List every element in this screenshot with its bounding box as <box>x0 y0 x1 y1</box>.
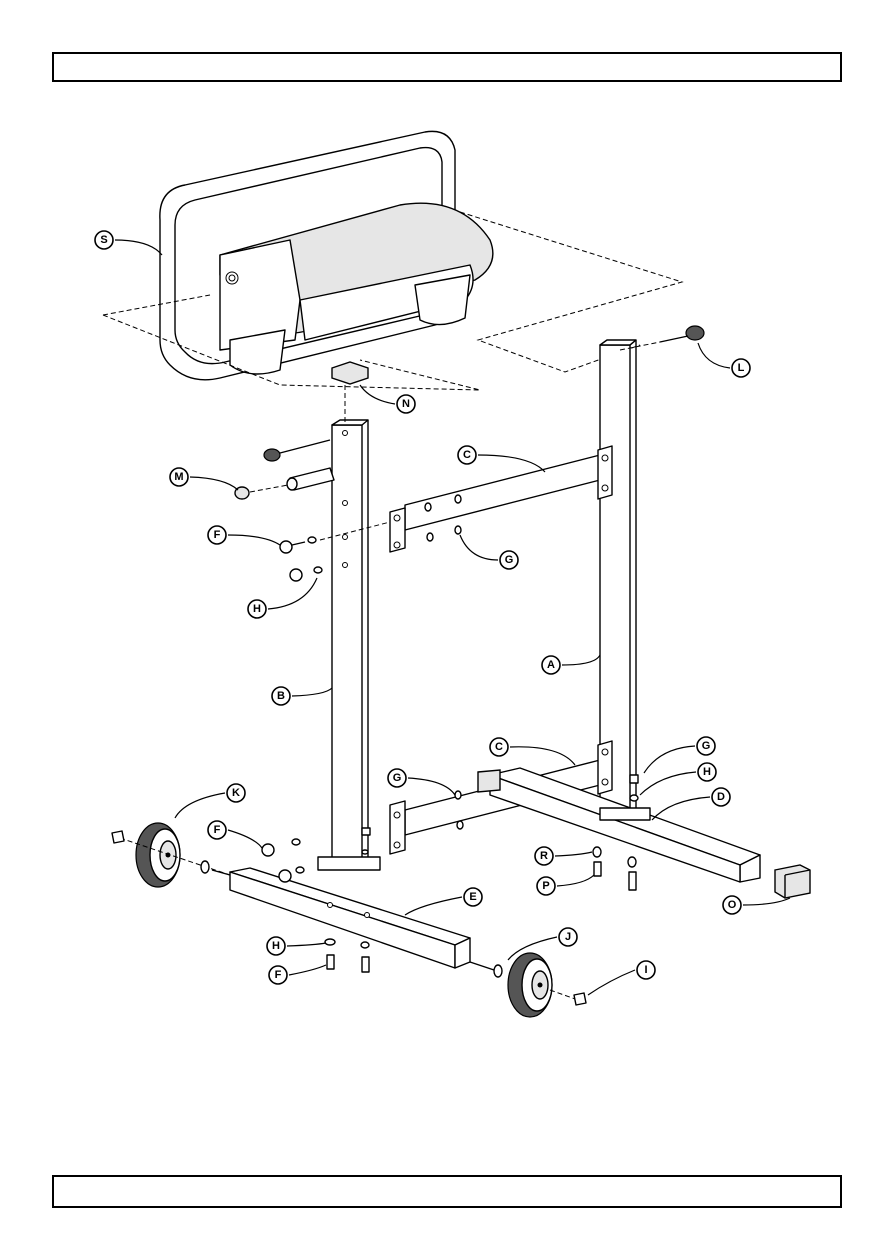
seat-plane-right <box>460 212 682 372</box>
svg-text:G: G <box>393 772 402 784</box>
svg-text:M: M <box>174 471 183 483</box>
svg-text:D: D <box>717 791 725 803</box>
leader-f3 <box>289 965 326 975</box>
callout-l: L <box>732 359 750 377</box>
callout-d: D <box>712 788 730 806</box>
callout-h1: H <box>248 600 266 618</box>
callout-o: O <box>723 896 741 914</box>
callout-f3: F <box>269 966 287 984</box>
leader-f1 <box>228 535 280 545</box>
svg-text:P: P <box>542 880 549 892</box>
svg-text:G: G <box>702 740 711 752</box>
svg-text:R: R <box>540 850 548 862</box>
leader-f2 <box>228 830 262 848</box>
leader-g2 <box>408 778 455 795</box>
knob-l <box>620 326 704 350</box>
svg-text:F: F <box>275 969 282 981</box>
leader-p <box>557 875 594 886</box>
svg-text:G: G <box>505 554 514 566</box>
callout-k: K <box>227 784 245 802</box>
base-e <box>230 857 470 968</box>
callout-c2: C <box>490 738 508 756</box>
callout-h3: H <box>267 937 285 955</box>
cap-n <box>332 362 368 425</box>
knob-b <box>264 440 330 461</box>
svg-text:C: C <box>495 741 503 753</box>
callout-c1: C <box>458 446 476 464</box>
callout-s: S <box>95 231 113 249</box>
svg-text:L: L <box>738 362 745 374</box>
callout-j: J <box>559 928 577 946</box>
callout-g3: G <box>697 737 715 755</box>
svg-text:C: C <box>463 449 471 461</box>
leader-s <box>115 240 162 255</box>
leader-l <box>698 343 730 368</box>
leader-d <box>652 797 710 820</box>
callout-b: B <box>272 687 290 705</box>
leader-h1 <box>268 578 317 609</box>
svg-text:H: H <box>272 940 280 952</box>
leader-g1 <box>460 535 498 560</box>
seat-cushion <box>160 131 493 379</box>
leader-b <box>292 688 332 696</box>
callout-h2: H <box>698 763 716 781</box>
svg-text:I: I <box>644 964 647 976</box>
leader-a <box>562 655 600 665</box>
callout-r: R <box>535 847 553 865</box>
leader-c2 <box>510 747 575 765</box>
leader-r <box>555 852 592 856</box>
leader-c1 <box>478 455 545 472</box>
crossbar-upper <box>390 446 612 552</box>
leader-e <box>405 897 462 915</box>
svg-text:F: F <box>214 529 221 541</box>
end-cap-o <box>775 865 810 898</box>
leader-m <box>190 477 238 490</box>
svg-text:B: B <box>277 690 285 702</box>
svg-text:N: N <box>402 398 410 410</box>
leader-g3 <box>644 746 695 773</box>
callout-g2: G <box>388 769 406 787</box>
callout-f1: F <box>208 526 226 544</box>
callout-m: M <box>170 468 188 486</box>
callout-a: A <box>542 656 560 674</box>
leader-h3 <box>287 943 326 946</box>
callout-f2: F <box>208 821 226 839</box>
upright-b <box>332 420 368 862</box>
svg-text:K: K <box>232 787 240 799</box>
callout-n: N <box>397 395 415 413</box>
callout-p: P <box>537 877 555 895</box>
callout-i: I <box>637 961 655 979</box>
svg-text:O: O <box>728 899 737 911</box>
svg-text:F: F <box>214 824 221 836</box>
leader-i <box>588 970 635 995</box>
callout-e: E <box>464 888 482 906</box>
svg-text:S: S <box>100 234 107 246</box>
svg-text:A: A <box>547 659 555 671</box>
leader-o <box>743 898 790 905</box>
svg-text:E: E <box>469 891 476 903</box>
leader-h2 <box>640 772 696 795</box>
pin-m <box>235 468 334 499</box>
svg-text:J: J <box>565 931 571 943</box>
svg-text:H: H <box>253 603 261 615</box>
wheel-j <box>470 953 586 1017</box>
svg-text:H: H <box>703 766 711 778</box>
leader-k <box>175 793 225 818</box>
callout-g1: G <box>500 551 518 569</box>
